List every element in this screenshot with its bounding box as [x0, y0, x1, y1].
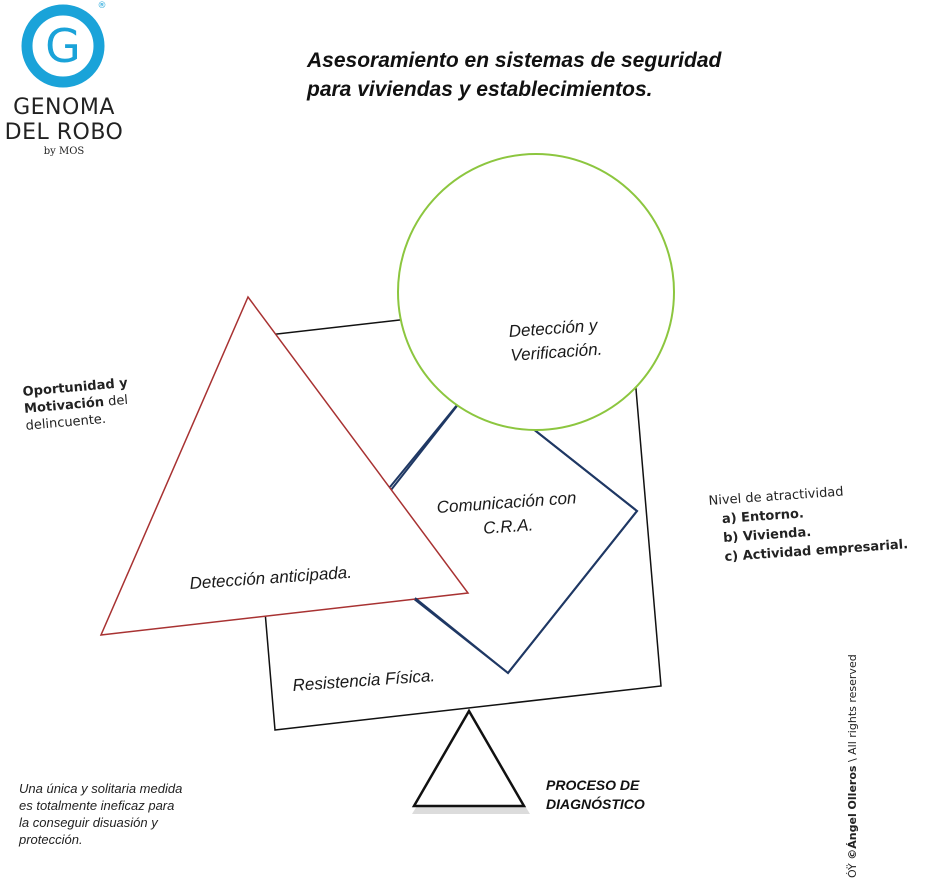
title-line1: Asesoramiento en sistemas de seguridad — [307, 49, 722, 72]
copyright-notice: ÓŸ ©Ángel Olleros \ All rights reserved — [846, 654, 859, 878]
copyright-prefix: ÓŸ — [846, 863, 859, 878]
anticipated-detection-triangle — [99, 295, 470, 636]
diagnostic-label-line2: DIAGNÓSTICO — [546, 796, 645, 812]
left-note-rest: del — [103, 392, 129, 410]
logo-byline: by MOS — [43, 146, 85, 157]
diagnostic-label-line1: PROCESO DE — [546, 777, 640, 793]
logo-text-line1: GENOMA — [13, 95, 115, 120]
genoma-logo-icon: G ® — [21, 1, 107, 88]
diagnostic-label: PROCESO DE DIAGNÓSTICO — [546, 776, 645, 814]
bottom-note-line1: Una única y solitaria medida — [19, 781, 183, 796]
diamond-overlap-edge — [389, 381, 639, 675]
copyright-author: ©Ángel Olleros — [846, 765, 859, 860]
single-measure-note: Una única y solitaria medida es totalmen… — [19, 780, 182, 848]
bottom-note-line3: la conseguir disuasión y — [19, 815, 158, 830]
title-line2: para viviendas y establecimientos. — [307, 78, 653, 101]
registered-mark: ® — [98, 1, 107, 11]
bottom-note-line2: es totalmente ineficaz para — [19, 798, 175, 813]
diamond-label: Comunicación con C.R.A. — [436, 486, 579, 544]
logo-text-line2: DEL ROBO — [4, 120, 124, 145]
page-title: Asesoramiento en sistemas de seguridad p… — [307, 46, 721, 104]
bottom-note-line4: protección. — [19, 832, 83, 847]
attractiveness-note: Nivel de atractividad a) Entorno. b) Viv… — [708, 478, 909, 567]
detection-verification-circle — [397, 153, 675, 431]
circle-label: Detección y Verificación. — [508, 314, 603, 368]
logo-letter: G — [45, 19, 81, 73]
opportunity-note: Oportunidad y Motivación del delincuente… — [22, 375, 131, 435]
copyright-rights: \ All rights reserved — [846, 654, 859, 763]
diagnostic-triangle — [411, 708, 527, 808]
